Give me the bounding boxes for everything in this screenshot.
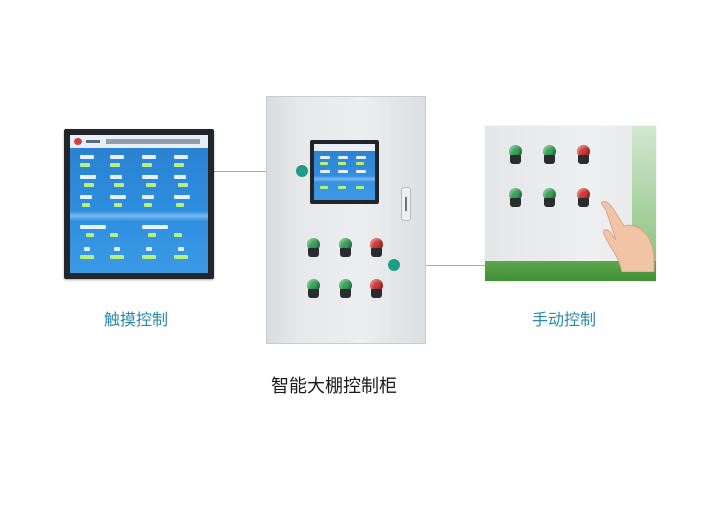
finger-pointer-icon [601,201,655,272]
manual-green-button[interactable] [509,145,522,164]
manual-green-button[interactable] [543,145,556,164]
cabinet-title: 智能大棚控制柜 [271,376,397,397]
touch-screen-panel[interactable] [64,129,214,279]
manual-red-button[interactable] [577,145,590,164]
manual-green-button[interactable] [509,188,522,207]
cabinet-red-button[interactable] [370,238,383,257]
logo-icon [74,138,82,145]
screen-header [70,135,208,148]
cabinet-green-button[interactable] [307,238,320,257]
manual-green-button[interactable] [543,188,556,207]
touch-control-label: 触摸控制 [104,310,169,329]
control-cabinet [266,96,426,344]
cabinet-touch-screen[interactable] [310,140,379,204]
cabinet-green-button[interactable] [339,238,352,257]
connector-dot-right [388,259,400,271]
cabinet-red-button[interactable] [370,279,383,298]
touch-screen-display [70,135,208,273]
manual-red-button[interactable] [577,188,590,207]
connector-dot-left [296,165,308,177]
connector-line-right [398,265,486,266]
cabinet-lock-handle[interactable] [401,187,411,221]
connector-line-left [214,171,302,172]
grass-strip [485,261,656,281]
cabinet-green-button[interactable] [339,279,352,298]
cabinet-green-button[interactable] [307,279,320,298]
manual-control-label: 手动控制 [532,310,597,329]
